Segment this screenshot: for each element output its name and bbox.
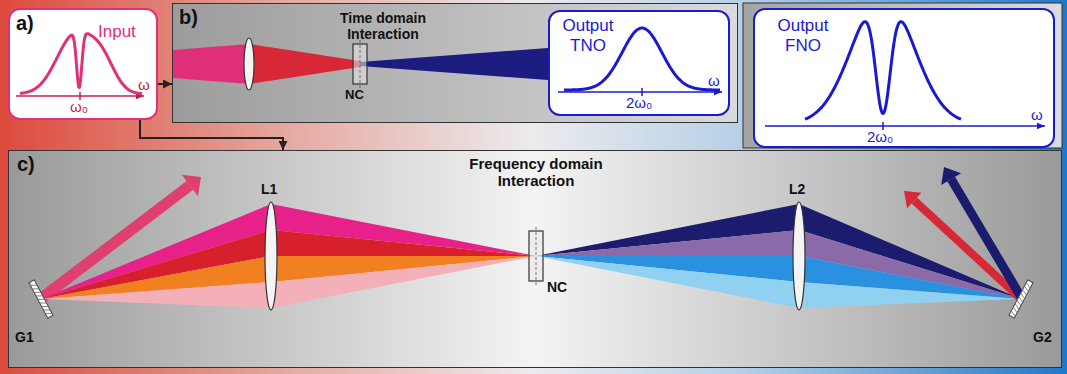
lens [265,202,277,310]
input-beam [173,44,249,84]
beam-arrowhead [904,191,921,208]
component-label: NC [547,279,567,295]
flow-arrow [140,120,283,150]
component-label: L1 [261,181,277,197]
axis-label: ω [708,72,720,89]
axis-label: ω₀ [70,98,88,115]
dispersed-beam [799,282,1021,308]
panel-title: Time domain Interaction [323,10,443,42]
axis-label: 2ω₀ [626,94,652,111]
beam-arrowhead [182,175,201,196]
beam [914,200,1019,297]
output-title: Output TNO [556,16,620,55]
fno-output-box: Output FNO 2ω₀ ω [753,8,1055,148]
panel-title: Frequency domain Interaction [461,155,611,190]
lens [244,38,254,90]
dispersed-beam [271,230,536,256]
flow-arrow [158,83,172,85]
dispersed-beam [536,204,799,256]
grating [1009,280,1033,318]
panel-title: Input [98,22,136,42]
tno-output-box: Output TNO 2ω₀ ω [548,10,730,116]
axis-label: ω [138,76,150,93]
grating [29,280,53,318]
output-panel [743,3,1062,148]
beam-arrowhead [941,167,961,185]
crystal-axis [360,40,361,88]
frequency-axis [765,125,1045,127]
component-label: G2 [1033,329,1052,345]
dispersed-beam [536,256,799,308]
crystal-axis [536,227,537,285]
dispersed-beam [41,282,271,308]
dispersed-beam [536,230,799,256]
spectrum-curve [805,22,961,120]
component-label: L2 [789,181,805,197]
output-beam [360,48,548,80]
output-title: Output FNO [771,16,835,55]
spectrum-curve [20,34,142,94]
axis-label: ω [1031,106,1043,123]
panel-letter: a) [16,12,34,35]
dispersed-beam [271,204,536,256]
beam [951,179,1021,297]
frequency-axis [558,91,722,93]
panel-letter: b) [179,6,198,29]
dispersed-beam [271,256,536,308]
component-label: NC [345,88,364,103]
time-domain-panel: b) Time domain InteractionNC Output TNO 2ω₀… [172,3,738,123]
axis-label: 2ω₀ [867,128,893,145]
component-label: G1 [15,329,34,345]
input-beam [249,44,360,84]
lens [793,202,805,310]
panel-letter: c) [17,153,35,176]
frequency-domain-panel: c) Frequency domain InteractionG1 L1NC L2G2 [8,150,1062,368]
input-panel: a) Input ω₀ ω [8,8,158,120]
